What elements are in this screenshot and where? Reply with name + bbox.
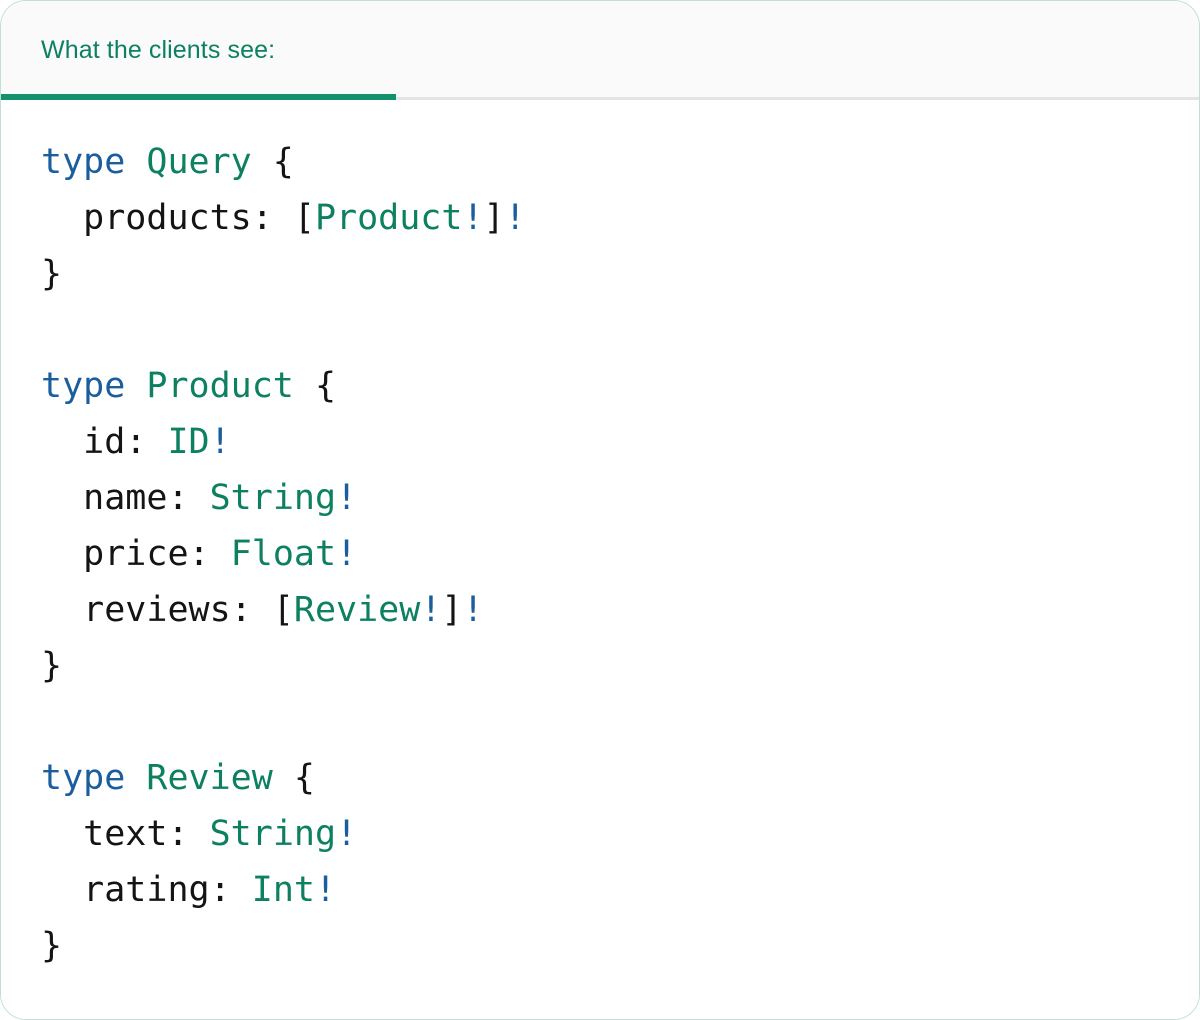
code-token-type: Review <box>146 758 273 798</box>
tab-bar: What the clients see: <box>1 1 1199 100</box>
code-line: type Review { <box>41 750 1199 806</box>
code-token-bang: ! <box>336 478 358 518</box>
code-line: reviews: [Review!]! <box>41 582 1199 638</box>
code-token-punc: : <box>125 422 168 462</box>
code-token-punc: { <box>272 758 315 798</box>
code-line: name: String! <box>41 470 1199 526</box>
code-line: } <box>41 638 1199 694</box>
code-token-kw: type <box>41 758 126 798</box>
tab-label: What the clients see: <box>41 36 276 64</box>
code-line: type Query { <box>41 134 1199 190</box>
code-token-type: Product <box>314 198 463 238</box>
code-token-bang: ! <box>209 422 231 462</box>
code-line: id: ID! <box>41 414 1199 470</box>
code-token-punc <box>125 142 146 182</box>
code-body: type Query { products: [Product!]!} type… <box>41 134 1199 974</box>
code-token-bang: ! <box>336 534 358 574</box>
code-token-punc <box>41 478 83 518</box>
code-token-type: ID <box>167 422 210 462</box>
code-token-punc <box>41 534 83 574</box>
code-token-name: name <box>83 478 168 518</box>
tab-bar-divider <box>1 97 1199 100</box>
code-token-punc: : <box>209 870 252 910</box>
code-token-bang: ! <box>462 198 484 238</box>
code-token-bang: ! <box>420 590 442 630</box>
code-line: price: Float! <box>41 526 1199 582</box>
code-token-punc <box>41 422 83 462</box>
code-pre: type Query { products: [Product!]!} type… <box>41 134 1199 974</box>
code-line <box>41 694 1199 750</box>
code-token-punc <box>41 702 62 742</box>
tab-active-underline <box>1 94 396 100</box>
code-token-punc: } <box>41 254 63 294</box>
code-token-name: reviews <box>83 590 231 630</box>
code-token-name: id <box>83 422 126 462</box>
code-token-kw: type <box>41 366 126 406</box>
code-token-punc <box>125 758 146 798</box>
code-token-punc: : [ <box>230 590 294 630</box>
code-token-type: Query <box>146 142 252 182</box>
code-line: type Product { <box>41 358 1199 414</box>
code-token-punc: ] <box>441 590 463 630</box>
code-token-type: Product <box>146 366 294 406</box>
code-token-type: String <box>209 478 337 518</box>
code-token-type: Review <box>293 590 421 630</box>
code-token-type: Int <box>251 870 315 910</box>
code-line <box>41 302 1199 358</box>
graphql-schema-code-block[interactable]: type Query { products: [Product!]!} type… <box>1 100 1199 1019</box>
code-token-punc <box>125 366 146 406</box>
code-token-type: Float <box>230 534 337 574</box>
code-token-punc: { <box>293 366 337 406</box>
code-token-punc <box>41 814 83 854</box>
code-token-punc: { <box>251 142 294 182</box>
code-token-name: products <box>83 198 252 238</box>
code-token-punc <box>41 198 83 238</box>
code-line: products: [Product!]! <box>41 190 1199 246</box>
code-token-bang: ! <box>462 590 484 630</box>
code-token-punc: } <box>41 926 63 966</box>
code-token-punc <box>41 590 83 630</box>
code-token-bang: ! <box>504 198 526 238</box>
code-token-punc: : <box>167 814 210 854</box>
code-token-punc <box>41 870 83 910</box>
code-line: } <box>41 918 1199 974</box>
code-token-type: String <box>209 814 337 854</box>
code-token-punc: ] <box>483 198 505 238</box>
code-token-punc: : <box>167 478 210 518</box>
tab-what-the-clients-see[interactable]: What the clients see: <box>1 1 396 100</box>
code-token-punc: : <box>188 534 231 574</box>
code-token-name: rating <box>83 870 210 910</box>
code-line: } <box>41 246 1199 302</box>
code-token-punc: : [ <box>251 198 315 238</box>
code-token-name: price <box>83 534 189 574</box>
code-token-punc: } <box>41 646 63 686</box>
code-line: rating: Int! <box>41 862 1199 918</box>
code-token-bang: ! <box>314 870 337 910</box>
code-token-bang: ! <box>336 814 358 854</box>
code-line: text: String! <box>41 806 1199 862</box>
code-token-punc <box>41 310 62 350</box>
code-token-name: text <box>83 814 168 854</box>
code-token-kw: type <box>41 142 126 182</box>
